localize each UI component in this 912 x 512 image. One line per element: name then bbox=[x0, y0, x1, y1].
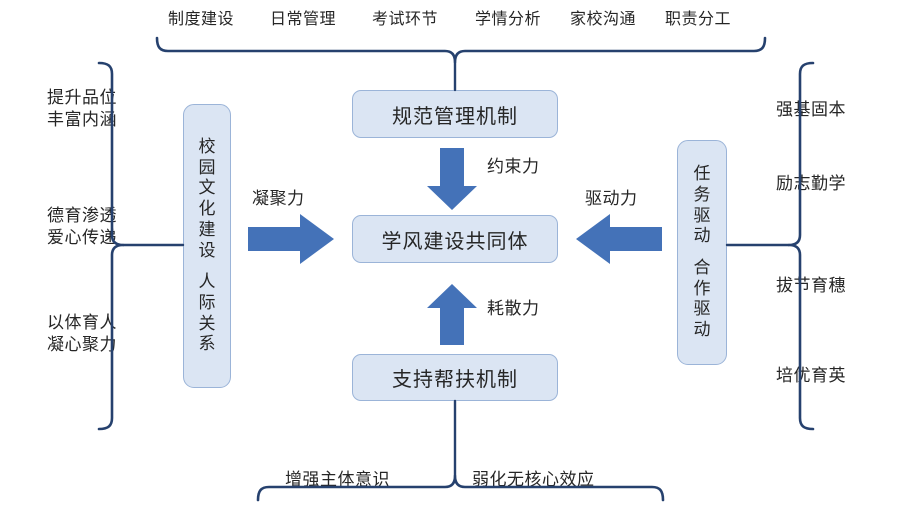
bottom-label-2: 弱化无核心效应 bbox=[472, 470, 595, 490]
top-label-3: 考试环节 bbox=[372, 9, 439, 28]
right-vbox-char-5: 合 bbox=[693, 258, 711, 278]
right-vbox-char-3: 驱 bbox=[693, 205, 711, 226]
arrow-constraint-down bbox=[427, 148, 477, 210]
right-label-2: 励志勤学 bbox=[776, 174, 846, 194]
bottom-label-1: 增强主体意识 bbox=[285, 470, 390, 490]
brace-top bbox=[155, 36, 767, 64]
top-label-5: 家校沟通 bbox=[570, 9, 637, 28]
force-label-cohesion: 凝聚力 bbox=[252, 189, 305, 209]
force-label-dissipation: 耗散力 bbox=[487, 299, 540, 319]
arrow-cohesion-right bbox=[248, 214, 334, 264]
right-vbox-char-8: 动 bbox=[693, 320, 711, 341]
top-label-1: 制度建设 bbox=[168, 9, 235, 28]
left-vbox-char-1: 校 bbox=[198, 136, 216, 157]
box-center-community[interactable]: 学风建设共同体 bbox=[352, 215, 558, 263]
left-vbox-char-5: 建 bbox=[198, 219, 216, 240]
left-vbox-char-8: 际 bbox=[198, 292, 216, 313]
left-vbox-char-7: 人 bbox=[198, 272, 216, 293]
arrow-dissipation-up bbox=[427, 284, 477, 345]
right-label-3: 拔节育穗 bbox=[776, 276, 846, 296]
left-label-1-line2: 丰富内涵 bbox=[47, 110, 117, 130]
right-vbox-char-6: 作 bbox=[693, 278, 711, 299]
left-vbox-char-10: 系 bbox=[198, 334, 216, 355]
left-label-1-line1: 提升品位 bbox=[47, 88, 117, 108]
arrow-drive-left bbox=[576, 214, 662, 264]
right-label-1: 强基固本 bbox=[776, 100, 846, 120]
box-top-management[interactable]: 规范管理机制 bbox=[352, 90, 558, 138]
box-bottom-support[interactable]: 支持帮扶机制 bbox=[352, 354, 558, 401]
right-vbox-char-7: 驱 bbox=[693, 299, 711, 320]
right-vbox-char-4: 动 bbox=[693, 226, 711, 247]
left-vbox-char-4: 化 bbox=[198, 199, 216, 220]
left-vbox-char-6: 设 bbox=[198, 240, 216, 261]
left-label-2-line1: 德育渗透 bbox=[47, 206, 117, 226]
left-vbox-char-3: 文 bbox=[198, 178, 216, 199]
top-label-6: 职责分工 bbox=[665, 9, 732, 28]
box-right-task-drive[interactable]: 任 务 驱 动 合 作 驱 动 bbox=[677, 140, 727, 365]
left-label-3-line1: 以体育人 bbox=[47, 313, 117, 333]
right-vbox-char-1: 任 bbox=[693, 164, 711, 185]
left-label-2-line2: 爱心传递 bbox=[47, 228, 117, 248]
left-vbox-char-2: 园 bbox=[198, 157, 216, 178]
top-label-2: 日常管理 bbox=[270, 9, 337, 28]
right-label-4: 培优育英 bbox=[776, 366, 846, 386]
force-label-constraint: 约束力 bbox=[487, 157, 540, 177]
box-left-campus-culture[interactable]: 校 园 文 化 建 设 人 际 关 系 bbox=[183, 104, 231, 388]
force-label-drive: 驱动力 bbox=[585, 189, 638, 209]
top-label-4: 学情分析 bbox=[475, 9, 542, 28]
left-label-3-line2: 凝心聚力 bbox=[47, 335, 117, 355]
left-vbox-char-9: 关 bbox=[198, 313, 216, 334]
right-vbox-char-2: 务 bbox=[693, 184, 711, 205]
